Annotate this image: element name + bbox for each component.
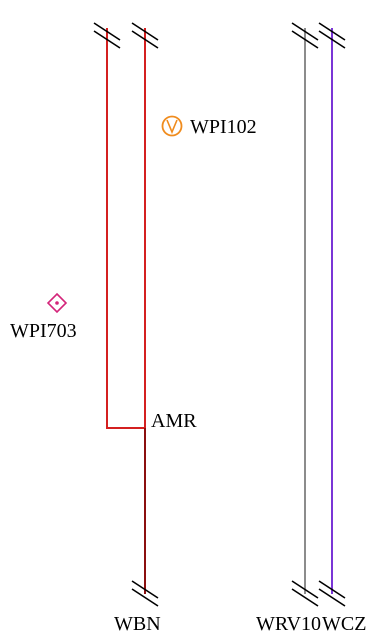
label-amr: AMR [151,410,197,432]
route-break-icon [131,580,159,607]
route-left-red[interactable] [106,28,145,429]
route-break-icon [93,22,121,49]
route-break-icon [318,580,346,607]
label-wpi102: WPI102 [190,116,257,138]
route-break-icon [131,22,159,49]
route-break-icon [291,580,319,607]
label-wpi703: WPI703 [10,320,77,342]
diamond-fix-icon[interactable] [46,292,68,314]
route-break-icon [291,22,319,49]
vor-icon[interactable] [161,115,183,137]
route-break-icon [318,22,346,49]
label-wbn: WBN [114,613,161,635]
label-wrv10: WRV10 [256,613,321,635]
label-wcz: WCZ [322,613,366,635]
